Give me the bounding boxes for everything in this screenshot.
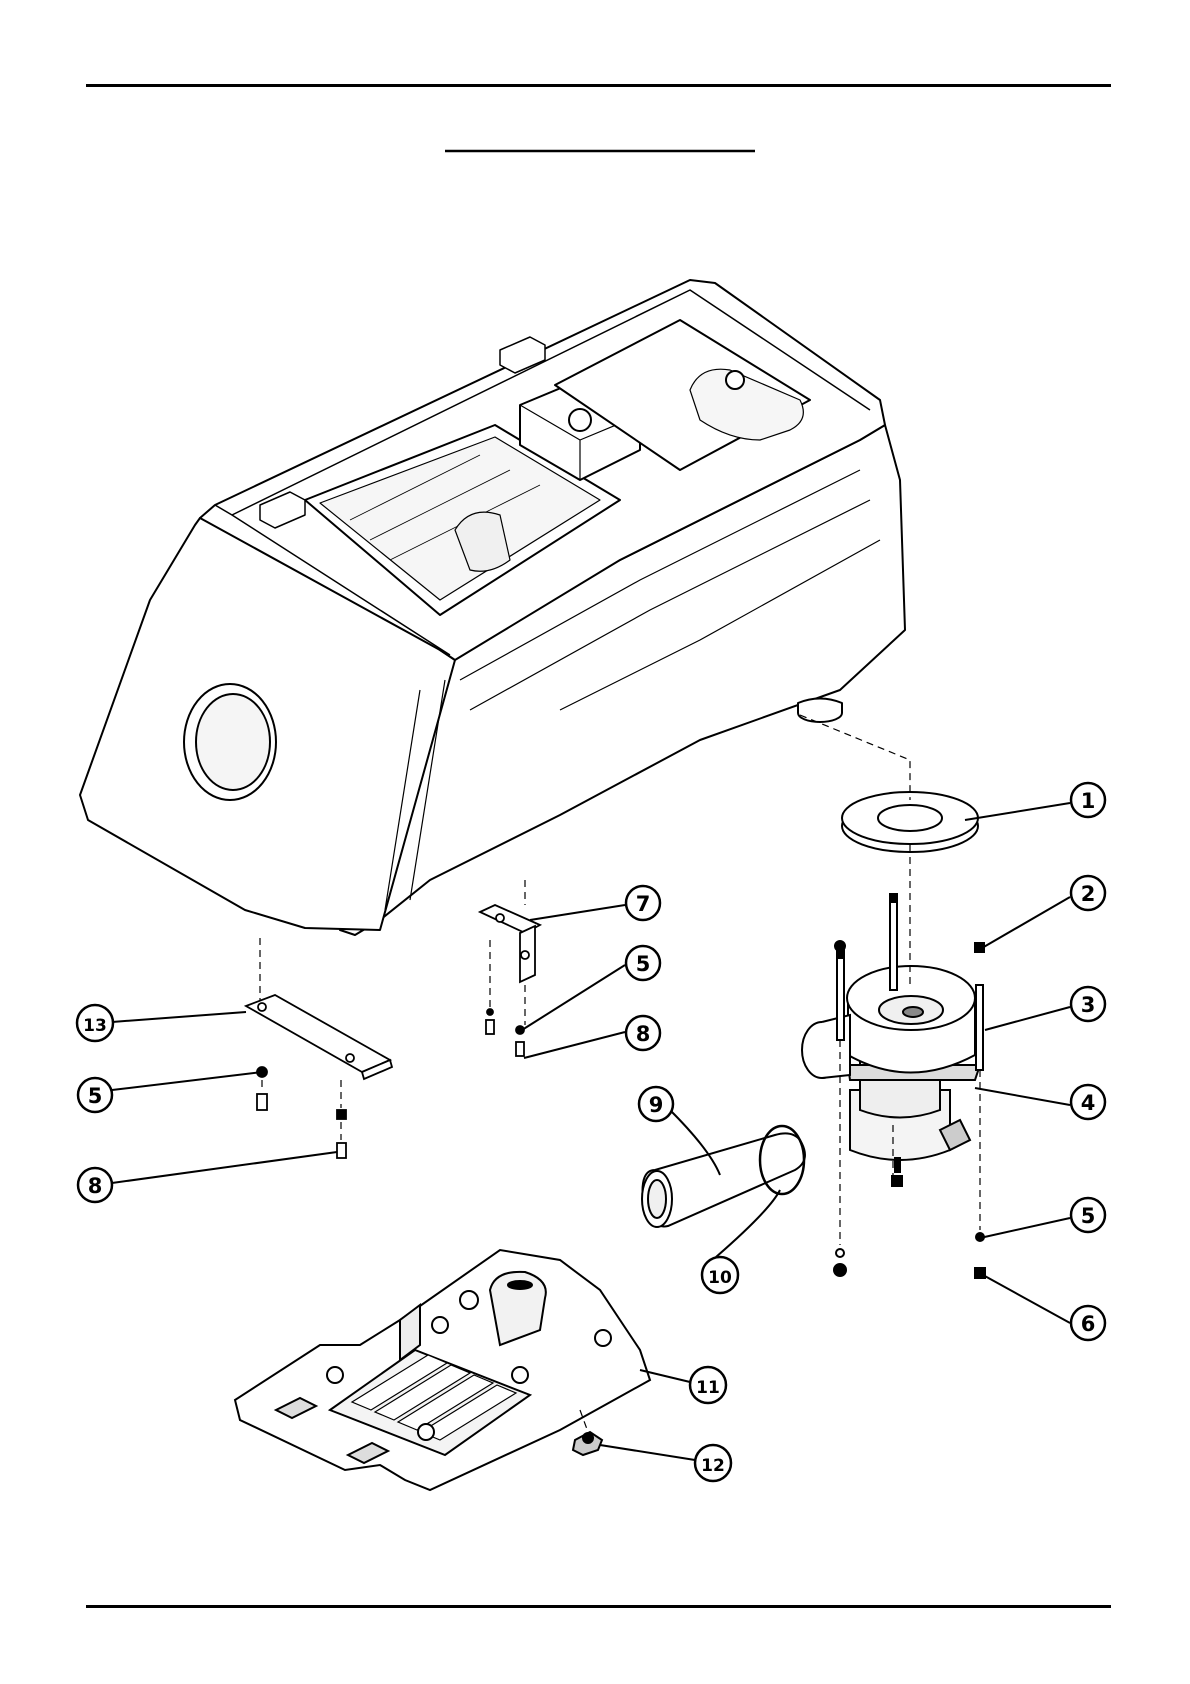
svg-text:12: 12 — [701, 1456, 725, 1476]
callout-10: 10 — [702, 1257, 738, 1293]
callout-8-bracket: 8 — [626, 1016, 660, 1050]
svg-text:11: 11 — [696, 1378, 720, 1398]
callout-6: 6 — [1071, 1306, 1105, 1340]
svg-text:10: 10 — [708, 1268, 732, 1288]
suction-hose — [642, 1133, 805, 1227]
gasket-ring — [842, 792, 978, 852]
callout-4: 4 — [1071, 1085, 1105, 1119]
callout-1: 1 — [1071, 783, 1105, 817]
main-housing — [80, 280, 905, 935]
foot-plate — [246, 995, 392, 1158]
vacuum-motor — [802, 966, 980, 1186]
motor-assembly — [642, 792, 985, 1278]
callout-11: 11 — [690, 1367, 726, 1403]
callout-5-bracket: 5 — [626, 946, 660, 980]
callout-2: 2 — [1071, 876, 1105, 910]
svg-text:9: 9 — [649, 1093, 664, 1117]
base-plate — [235, 1250, 650, 1490]
svg-text:13: 13 — [83, 1016, 107, 1036]
svg-text:4: 4 — [1081, 1091, 1096, 1115]
svg-text:2: 2 — [1081, 882, 1096, 906]
svg-text:7: 7 — [636, 892, 651, 916]
mounting-bracket — [480, 905, 540, 1056]
callout-7: 7 — [626, 886, 660, 920]
svg-text:5: 5 — [1081, 1204, 1096, 1228]
svg-text:8: 8 — [636, 1022, 651, 1046]
svg-text:3: 3 — [1081, 993, 1096, 1017]
callout-12: 12 — [695, 1445, 731, 1481]
svg-text:5: 5 — [636, 952, 651, 976]
callout-9: 9 — [639, 1087, 673, 1121]
svg-text:5: 5 — [88, 1084, 103, 1108]
callout-5-plate: 5 — [78, 1078, 112, 1112]
callout-3: 3 — [1071, 987, 1105, 1021]
callout-8-plate: 8 — [78, 1168, 112, 1202]
callout-5-motor: 5 — [1071, 1198, 1105, 1232]
svg-text:1: 1 — [1081, 789, 1096, 813]
svg-text:8: 8 — [88, 1174, 103, 1198]
callout-13: 13 — [77, 1005, 113, 1041]
svg-text:6: 6 — [1081, 1312, 1096, 1336]
